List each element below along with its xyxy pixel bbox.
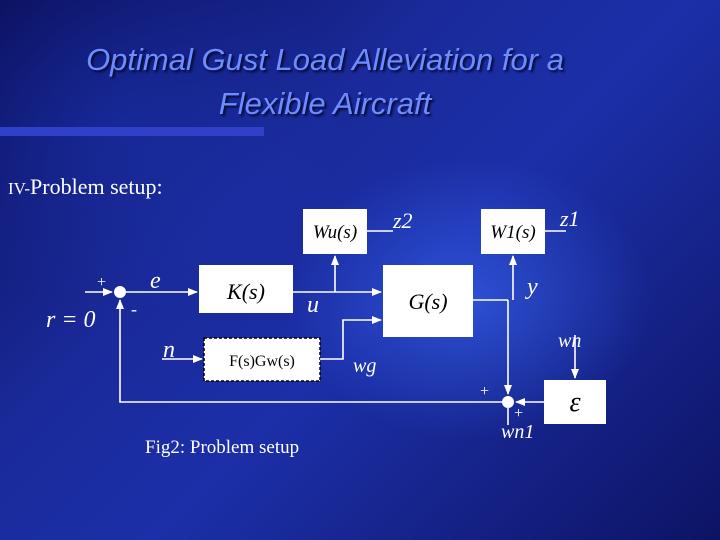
gust-filter-block <box>203 337 321 382</box>
sum-junction-output <box>502 396 514 408</box>
signal-wn1-label: wn1 <box>501 421 534 443</box>
w1-weight-block <box>481 209 545 254</box>
plant-label: G(s) <box>408 289 447 314</box>
signal-u-label: u <box>307 292 319 318</box>
signal-e-label: e <box>150 268 161 294</box>
gust-filter-label: F(s)Gw(s) <box>229 353 295 370</box>
slide-title: Optimal Gust Load Alleviation for a Flex… <box>0 38 650 126</box>
plant-block <box>383 265 473 337</box>
section-number: IV- <box>8 179 31 198</box>
sum1-minus-sign: - <box>131 299 137 319</box>
epsilon-label: ε <box>569 387 580 418</box>
sum1-plus-sign: + <box>96 274 107 291</box>
signal-y-label: y <box>525 274 538 300</box>
wu-weight-block <box>303 209 367 254</box>
w1-label: W1(s) <box>490 222 535 243</box>
section-heading: IV-Problem setup: <box>8 174 163 200</box>
wire-feedback <box>116 299 502 403</box>
signal-wn-label: wn <box>558 330 581 352</box>
wire-gust <box>320 316 382 360</box>
sum-junction-error <box>114 286 126 298</box>
signal-wg-label: wg <box>353 355 376 377</box>
signal-z2-label: z2 <box>392 208 413 233</box>
wu-label: Wu(s) <box>313 222 357 243</box>
title-line-2: Flexible Aircraft <box>218 86 432 121</box>
sum2-plus-top-sign: + <box>479 383 490 400</box>
section-title: Problem setup: <box>30 174 163 199</box>
title-line-1: Optimal Gust Load Alleviation for a <box>86 42 564 77</box>
signal-z1-label: z1 <box>559 206 580 231</box>
controller-block <box>199 265 293 313</box>
signal-r-label: r = 0 <box>46 307 96 333</box>
figure-caption: Fig2: Problem setup <box>145 437 300 458</box>
sum2-plus-bottom-sign: + <box>513 405 524 422</box>
epsilon-block <box>544 380 606 424</box>
signal-n-label: n <box>163 337 175 363</box>
title-underline <box>0 127 264 136</box>
controller-label: K(s) <box>226 279 265 304</box>
